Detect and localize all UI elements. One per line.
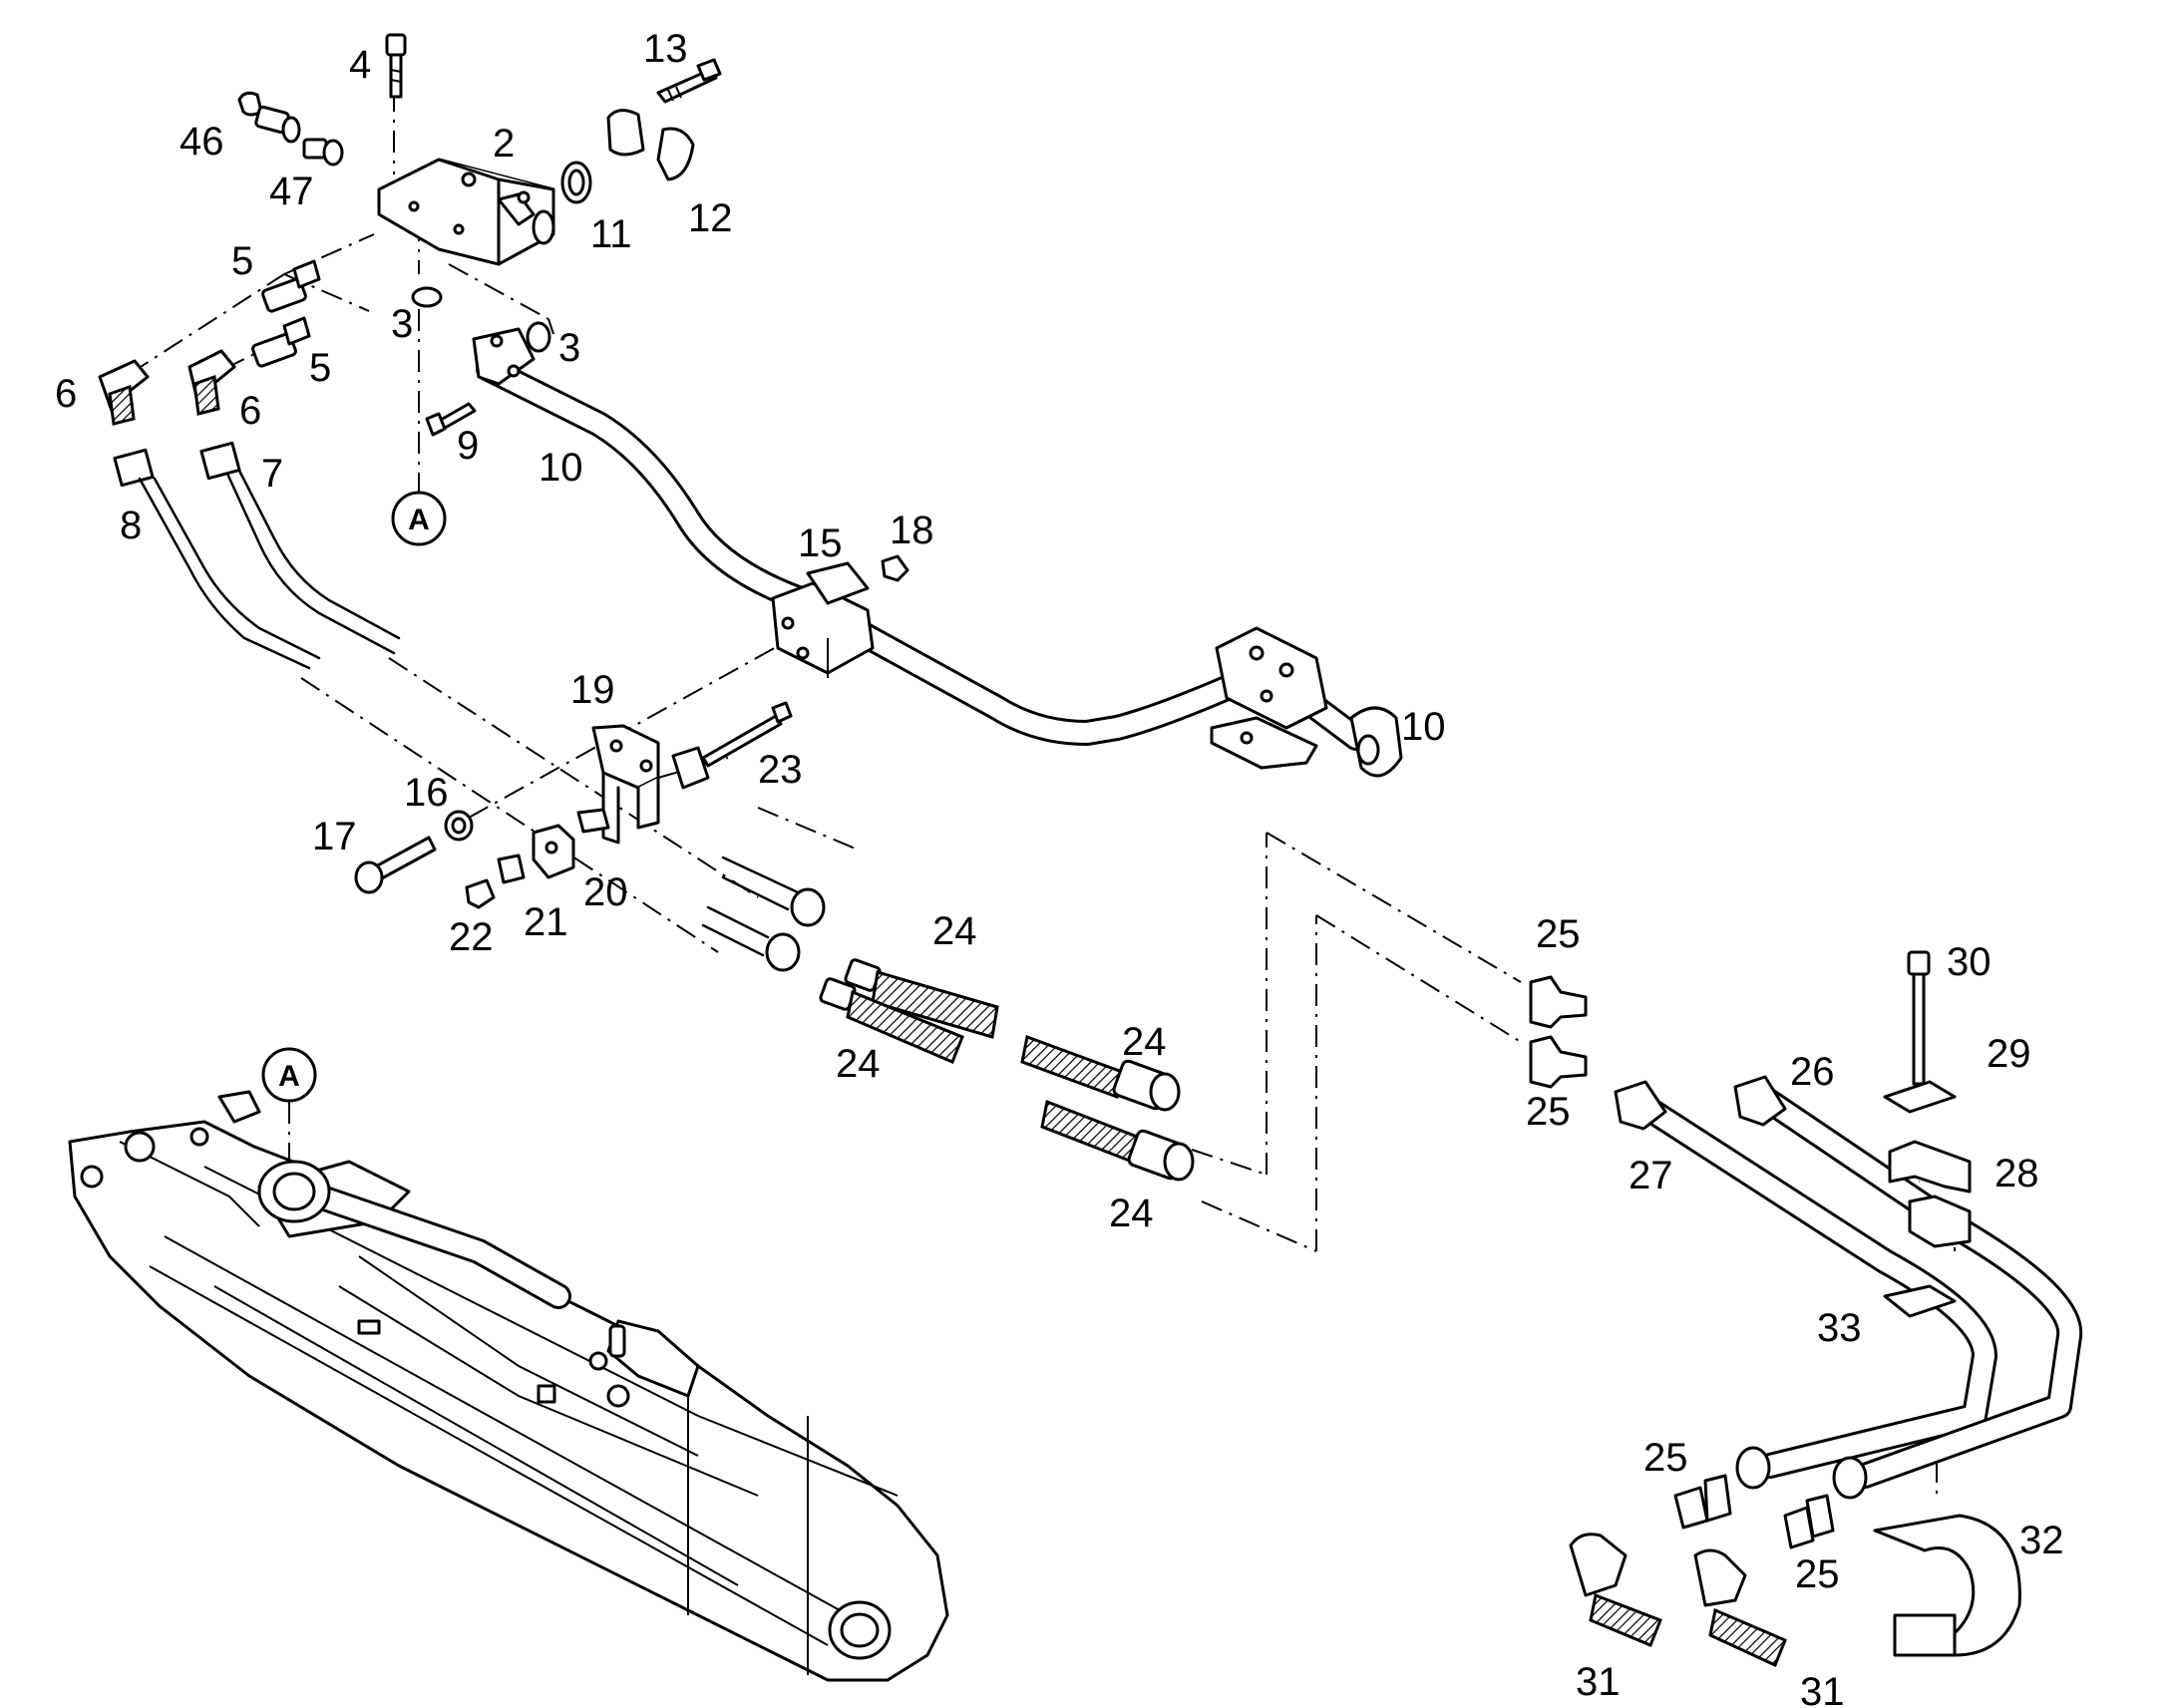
callout-5: 5 — [309, 346, 331, 390]
pipe-27 — [1614, 1080, 1998, 1490]
hoses-24 — [819, 958, 1195, 1182]
o-ring-3 — [411, 286, 551, 353]
nut-22 — [465, 878, 496, 909]
bolt-17 — [354, 836, 437, 894]
callout-16: 16 — [404, 771, 449, 815]
bolt-4 — [385, 33, 407, 99]
washer-plate-23 — [671, 746, 710, 790]
nut-18 — [881, 554, 909, 582]
bolt-23 — [701, 701, 793, 768]
callout-24: 24 — [932, 909, 977, 953]
plate-33 — [1883, 1284, 1957, 1318]
callout-10: 10 — [539, 446, 583, 490]
callout-12: 12 — [688, 196, 733, 240]
callout-3: 3 — [391, 302, 413, 346]
callout-31: 31 — [1800, 1670, 1845, 1708]
flange-half-12 — [606, 109, 695, 181]
callout-2: 2 — [493, 122, 515, 166]
callout-19: 19 — [570, 668, 615, 712]
reference-marker-upper: A — [391, 491, 447, 546]
callout-24: 24 — [1122, 1020, 1167, 1064]
fitting-46 — [237, 91, 301, 144]
bolt-9 — [425, 402, 477, 437]
callout-17: 17 — [312, 815, 357, 858]
pipe-26 — [1733, 1075, 2083, 1500]
callout-11: 11 — [590, 212, 632, 256]
callout-31: 31 — [1576, 1660, 1621, 1704]
bolt-30 — [1907, 950, 1931, 1086]
bracket-19 — [591, 724, 660, 845]
callout-26: 26 — [1790, 1050, 1835, 1094]
boom-assembly — [68, 1090, 949, 1682]
mount-bracket-10 — [1210, 626, 1328, 770]
callout-13: 13 — [643, 27, 688, 71]
clamp-15 — [771, 561, 875, 678]
callout-10: 10 — [1401, 705, 1446, 749]
callout-30: 30 — [1947, 940, 1992, 984]
callout-25: 25 — [1536, 912, 1581, 956]
adapters-25-lower — [1673, 1474, 1835, 1549]
callouts: 4 13 46 2 47 11 12 5 3 3 5 6 6 9 7 10 8 … — [55, 27, 2064, 1708]
elbows-6 — [98, 349, 236, 426]
callout-27: 27 — [1629, 1154, 1673, 1197]
callout-22: 22 — [449, 915, 494, 959]
pipe-10 — [472, 327, 1403, 778]
callout-29: 29 — [1987, 1032, 2031, 1076]
hose-8 — [113, 448, 321, 670]
adapters-25-upper — [1529, 975, 1588, 1089]
adapters-5 — [251, 259, 321, 368]
callout-24: 24 — [836, 1042, 881, 1086]
callout-6: 6 — [55, 372, 77, 416]
hose-ends-24 — [701, 855, 826, 972]
callout-32: 32 — [2019, 1519, 2064, 1562]
reference-marker-label: A — [408, 504, 430, 536]
callout-5: 5 — [231, 239, 253, 283]
fitting-47 — [302, 138, 344, 167]
block-21 — [532, 824, 575, 879]
plate-20 — [497, 854, 526, 884]
callout-4: 4 — [349, 43, 371, 87]
callout-25: 25 — [1643, 1436, 1688, 1480]
seal-11 — [560, 161, 592, 204]
callout-6: 6 — [239, 389, 261, 433]
bolt-13 — [656, 58, 722, 104]
clamp-28 — [1888, 1140, 1972, 1248]
callout-25: 25 — [1526, 1090, 1571, 1134]
callout-21: 21 — [524, 900, 568, 944]
bracket-32 — [1873, 1514, 2021, 1657]
callout-15: 15 — [798, 521, 843, 565]
callout-7: 7 — [261, 452, 283, 496]
hose-7 — [199, 441, 401, 655]
plate-29 — [1883, 1080, 1957, 1114]
callout-8: 8 — [120, 504, 142, 547]
valve-block-2 — [377, 158, 555, 266]
hoses-31 — [1569, 1533, 1787, 1668]
callout-25: 25 — [1795, 1552, 1840, 1596]
callout-24: 24 — [1109, 1192, 1154, 1235]
callout-47: 47 — [269, 170, 314, 213]
spacer-20 — [576, 808, 610, 834]
callout-23: 23 — [758, 748, 803, 792]
reference-marker-label: A — [278, 1060, 300, 1093]
callout-3: 3 — [558, 326, 580, 370]
callout-46: 46 — [180, 120, 224, 164]
callout-20: 20 — [583, 870, 628, 914]
callout-9: 9 — [457, 424, 479, 468]
callout-28: 28 — [1995, 1152, 2039, 1196]
callout-33: 33 — [1817, 1306, 1862, 1350]
reference-marker-lower: A — [261, 1047, 317, 1103]
callout-18: 18 — [890, 509, 934, 552]
washer-16 — [444, 810, 474, 842]
